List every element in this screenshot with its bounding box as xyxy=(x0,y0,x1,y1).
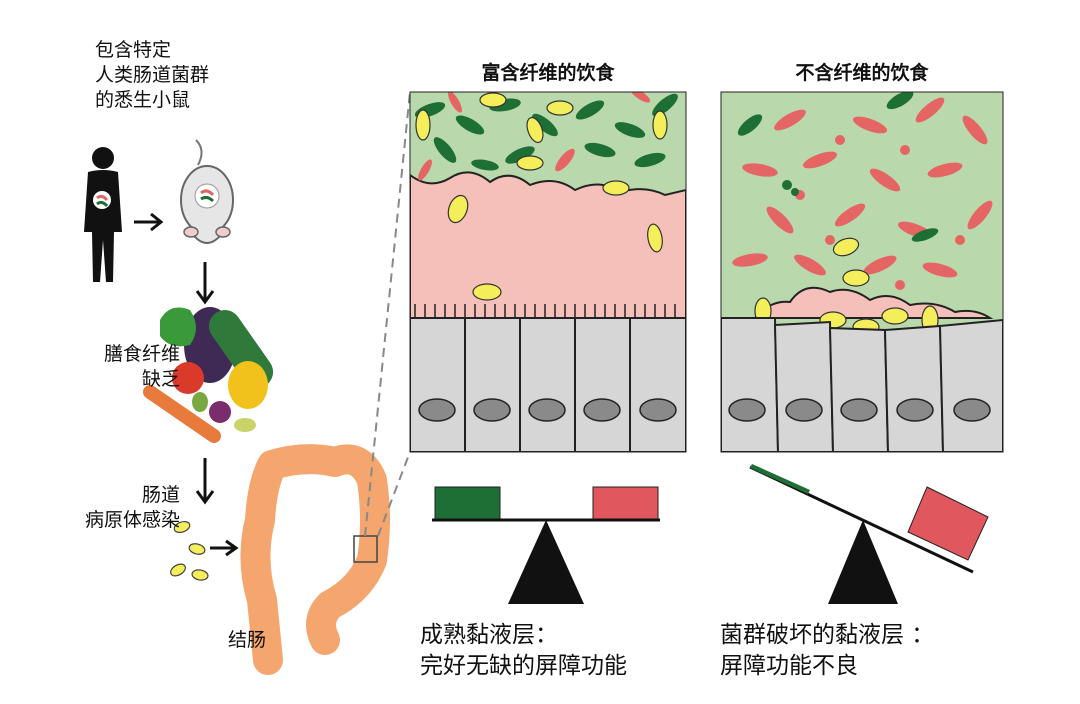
arrow-diet-to-pathogen-icon xyxy=(195,458,215,505)
arrow-mouse-to-diet-icon xyxy=(195,262,215,305)
green-bacteria-group xyxy=(737,92,939,242)
arrow-human-to-mouse-icon xyxy=(134,212,164,232)
panel-title-fiber-rich: 富含纤维的饮食 xyxy=(481,62,615,84)
cell-nuclei xyxy=(418,398,677,422)
mucus-layer-intact xyxy=(410,171,686,319)
damaged-epithelial-cells xyxy=(721,317,1003,452)
epithelial-cells xyxy=(410,317,686,452)
mouse-label: 包含特定 人类肠道菌群 的悉生小鼠 xyxy=(95,39,210,111)
arrow-pathogen-to-colon-icon xyxy=(210,539,239,557)
diet-label: 膳食纤维 缺乏 xyxy=(103,343,180,390)
caption-fiber-rich: 成熟黏液层： 完好无缺的屏障功能 xyxy=(420,622,627,679)
colon-icon xyxy=(240,444,390,675)
fiber-free-panel xyxy=(721,92,1003,452)
fiber-rich-panel xyxy=(410,92,686,452)
caption-fiber-free: 菌群破坏的黏液层 ： 屏障功能不良 xyxy=(720,622,935,679)
panel-title-fiber-free: 不含纤维的饮食 xyxy=(795,62,929,84)
cell-nuclei xyxy=(728,398,991,422)
pathogen-bacteria-icon xyxy=(170,520,209,581)
human-silhouette-icon xyxy=(84,147,122,282)
yellow-bacteria-group xyxy=(415,92,668,301)
mouse-icon xyxy=(180,139,234,244)
tilted-scale-icon xyxy=(749,464,989,604)
vegetables-icon xyxy=(143,307,274,443)
zoom-line-top xyxy=(364,91,411,537)
colon-label: 结肠 xyxy=(228,629,267,651)
red-bacteria-group xyxy=(418,92,651,181)
balanced-scale-icon xyxy=(432,486,660,604)
pathogen-label: 肠道 病原体感染 xyxy=(84,484,180,531)
